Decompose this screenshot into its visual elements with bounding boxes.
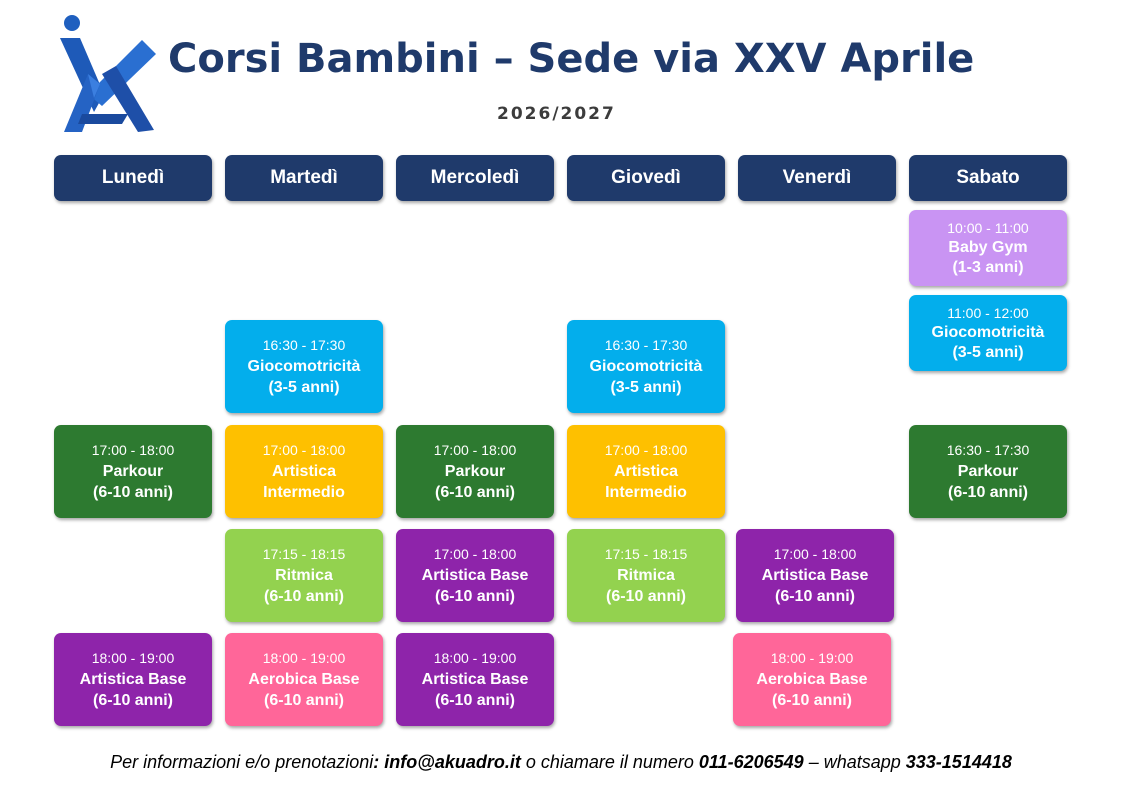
class-time: 16:30 - 17:30	[604, 337, 688, 353]
class-name: Artistica Base	[761, 567, 869, 584]
day-header-mercoledi: Mercoledì	[396, 155, 554, 201]
class-card: 17:00 - 18:00 Parkour (6-10 anni)	[396, 425, 554, 518]
class-time: 11:00 - 12:00	[947, 305, 1029, 321]
class-card: 18:00 - 19:00 Artistica Base (6-10 anni)	[54, 633, 212, 726]
footer-prefix: Per informazioni e/o prenotazioni	[110, 752, 374, 772]
day-header-sabato: Sabato	[909, 155, 1067, 201]
class-name: Ritmica	[275, 567, 333, 584]
class-age: (6-10 anni)	[434, 484, 515, 501]
class-card: 16:30 - 17:30 Giocomotricità (3-5 anni)	[567, 320, 725, 413]
class-name: Artistica	[613, 463, 679, 480]
class-time: 17:00 - 18:00	[433, 442, 517, 458]
class-name: Parkour	[102, 463, 164, 480]
class-age: Intermedio	[605, 484, 687, 501]
class-card: 18:00 - 19:00 Artistica Base (6-10 anni)	[396, 633, 554, 726]
class-time: 17:15 - 18:15	[262, 546, 346, 562]
class-age: (3-5 anni)	[952, 344, 1024, 361]
class-age: (6-10 anni)	[263, 692, 344, 709]
class-card: 17:00 - 18:00 Artistica Intermedio	[567, 425, 725, 518]
akuadro-logo-icon	[60, 15, 156, 132]
class-name: Artistica Base	[421, 567, 529, 584]
class-age: (1-3 anni)	[952, 259, 1024, 276]
class-age: Intermedio	[263, 484, 345, 501]
class-card: 17:15 - 18:15 Ritmica (6-10 anni)	[567, 529, 725, 622]
class-time: 17:00 - 18:00	[604, 442, 688, 458]
class-card: 18:00 - 19:00 Aerobica Base (6-10 anni)	[225, 633, 383, 726]
class-time: 17:00 - 18:00	[433, 546, 517, 562]
day-header-lunedi: Lunedì	[54, 155, 212, 201]
day-header-venerdi: Venerdì	[738, 155, 896, 201]
class-name: Aerobica Base	[756, 671, 868, 688]
class-time: 17:15 - 18:15	[604, 546, 688, 562]
class-time: 17:00 - 18:00	[773, 546, 857, 562]
class-card: 16:30 - 17:30 Parkour (6-10 anni)	[909, 425, 1067, 518]
class-name: Baby Gym	[948, 239, 1028, 256]
class-age: (6-10 anni)	[771, 692, 852, 709]
class-card: 16:30 - 17:30 Giocomotricità (3-5 anni)	[225, 320, 383, 413]
class-age: (6-10 anni)	[947, 484, 1028, 501]
class-age: (6-10 anni)	[92, 692, 173, 709]
class-time: 17:00 - 18:00	[262, 442, 346, 458]
class-name: Parkour	[957, 463, 1019, 480]
class-name: Giocomotricità	[589, 358, 703, 375]
page-title: Corsi Bambini – Sede via XXV Aprile	[168, 36, 975, 82]
footer-mid-text: o chiamare il numero	[520, 752, 699, 772]
school-year: 2026/2027	[497, 104, 616, 124]
class-time: 16:30 - 17:30	[946, 442, 1030, 458]
contact-footer: Per informazioni e/o prenotazioni: info@…	[0, 752, 1122, 773]
class-name: Parkour	[444, 463, 506, 480]
class-age: (6-10 anni)	[434, 692, 515, 709]
class-name: Artistica Base	[421, 671, 529, 688]
class-name: Artistica	[271, 463, 337, 480]
footer-phone-number[interactable]: 011-6206549	[698, 752, 804, 772]
class-card: 17:00 - 18:00 Artistica Base (6-10 anni)	[396, 529, 554, 622]
class-name: Aerobica Base	[248, 671, 360, 688]
class-time: 16:30 - 17:30	[262, 337, 346, 353]
class-card: 17:00 - 18:00 Parkour (6-10 anni)	[54, 425, 212, 518]
footer-email-link[interactable]: info@akuadro.it	[384, 752, 521, 772]
class-card: 17:00 - 18:00 Artistica Base (6-10 anni)	[736, 529, 894, 622]
class-card: 17:15 - 18:15 Ritmica (6-10 anni)	[225, 529, 383, 622]
class-card: 11:00 - 12:00 Giocomotricità (3-5 anni)	[909, 295, 1067, 371]
class-name: Giocomotricità	[247, 358, 361, 375]
class-time: 10:00 - 11:00	[947, 220, 1029, 236]
day-header-giovedi: Giovedì	[567, 155, 725, 201]
class-age: (6-10 anni)	[605, 588, 686, 605]
class-age: (6-10 anni)	[774, 588, 855, 605]
class-age: (6-10 anni)	[263, 588, 344, 605]
class-name: Giocomotricità	[931, 324, 1045, 341]
day-header-martedi: Martedì	[225, 155, 383, 201]
class-time: 18:00 - 19:00	[770, 650, 854, 666]
class-time: 18:00 - 19:00	[91, 650, 175, 666]
class-time: 18:00 - 19:00	[433, 650, 517, 666]
class-age: (3-5 anni)	[610, 379, 682, 396]
class-age: (6-10 anni)	[92, 484, 173, 501]
footer-whatsapp-number[interactable]: 333-1514418	[905, 752, 1012, 772]
footer-dash-text: – whatsapp	[803, 752, 906, 772]
class-time: 18:00 - 19:00	[262, 650, 346, 666]
class-age: (6-10 anni)	[434, 588, 515, 605]
class-name: Artistica Base	[79, 671, 187, 688]
class-card: 17:00 - 18:00 Artistica Intermedio	[225, 425, 383, 518]
class-name: Ritmica	[617, 567, 675, 584]
footer-colon: :	[373, 752, 385, 772]
class-time: 17:00 - 18:00	[91, 442, 175, 458]
class-age: (3-5 anni)	[268, 379, 340, 396]
class-card: 10:00 - 11:00 Baby Gym (1-3 anni)	[909, 210, 1067, 286]
class-card: 18:00 - 19:00 Aerobica Base (6-10 anni)	[733, 633, 891, 726]
